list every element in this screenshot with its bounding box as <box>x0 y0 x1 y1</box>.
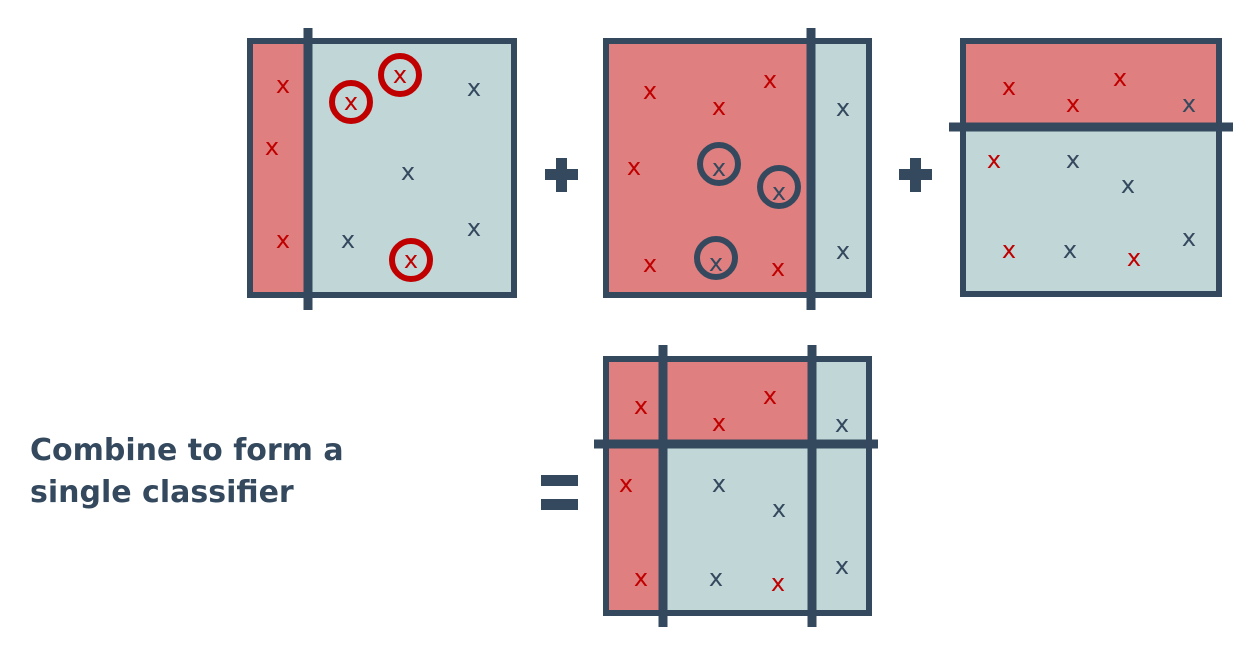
data-point: x <box>1121 171 1135 199</box>
misclassified-ring <box>697 142 741 186</box>
data-point: x <box>265 133 279 161</box>
data-point: x <box>643 250 657 278</box>
data-point: x <box>467 214 481 242</box>
caption-line-1: Combine to form a <box>30 433 344 468</box>
data-point: x <box>1182 90 1196 118</box>
data-point: x <box>1182 224 1196 252</box>
classifier-2-panel: x x x x x x x x x x x <box>603 28 872 310</box>
plus-operator <box>545 158 578 192</box>
caption: Combine to form a single classifier <box>30 430 430 514</box>
data-point: x <box>763 66 777 94</box>
misclassified-ring <box>389 238 433 282</box>
combined-red-left <box>606 359 663 613</box>
data-point: x <box>627 153 641 181</box>
data-point: x <box>712 409 726 437</box>
data-point: x <box>836 237 850 265</box>
misclassified-ring <box>757 165 801 209</box>
classifier-2-blue-region <box>811 41 869 295</box>
data-point: x <box>344 88 358 116</box>
data-point: x <box>1063 236 1077 264</box>
data-point: x <box>1066 90 1080 118</box>
data-point: x <box>712 154 726 182</box>
data-point: x <box>987 146 1001 174</box>
combined-classifier-panel: x x x x x x x x x x x <box>594 345 878 627</box>
data-point: x <box>712 470 726 498</box>
data-point: x <box>1113 64 1127 92</box>
data-point: x <box>467 74 481 102</box>
data-point: x <box>771 569 785 597</box>
data-point: x <box>1002 73 1016 101</box>
data-point: x <box>771 254 785 282</box>
data-point: x <box>619 470 633 498</box>
misclassified-ring <box>378 53 422 97</box>
data-point: x <box>276 71 290 99</box>
plus-operator <box>899 158 932 192</box>
data-point: x <box>276 226 290 254</box>
data-point: x <box>835 410 849 438</box>
data-point: x <box>393 61 407 89</box>
classifier-1-red-region <box>250 41 308 295</box>
misclassified-ring <box>694 236 738 280</box>
data-point: x <box>634 564 648 592</box>
data-point: x <box>1127 244 1141 272</box>
data-point: x <box>709 564 723 592</box>
data-point: x <box>401 158 415 186</box>
data-point: x <box>1002 236 1016 264</box>
classifier-1-panel: x x x x x x x x x x <box>247 28 517 310</box>
data-point: x <box>772 495 786 523</box>
misclassified-ring <box>329 80 373 124</box>
data-point: x <box>404 246 418 274</box>
combined-red-top <box>663 359 812 444</box>
data-point: x <box>709 249 723 277</box>
data-point: x <box>643 77 657 105</box>
data-point: x <box>763 382 777 410</box>
classifier-3-red-region <box>963 41 1219 127</box>
classifier-3-panel: x x x x x x x x x x x <box>949 38 1233 297</box>
equals-operator <box>541 475 578 510</box>
classifier-1-border <box>247 38 517 298</box>
combined-blue-right <box>812 359 869 613</box>
data-point: x <box>836 94 850 122</box>
data-point: x <box>634 392 648 420</box>
data-point: x <box>1066 146 1080 174</box>
data-point: x <box>772 178 786 206</box>
data-point: x <box>712 93 726 121</box>
data-point: x <box>341 226 355 254</box>
data-point: x <box>835 552 849 580</box>
combined-border <box>603 356 872 616</box>
classifier-2-border <box>603 38 872 298</box>
classifier-3-border <box>960 38 1222 297</box>
classifier-3-blue-region <box>963 127 1219 294</box>
caption-line-2: single classifier <box>30 475 294 510</box>
combined-blue-main <box>663 444 812 613</box>
